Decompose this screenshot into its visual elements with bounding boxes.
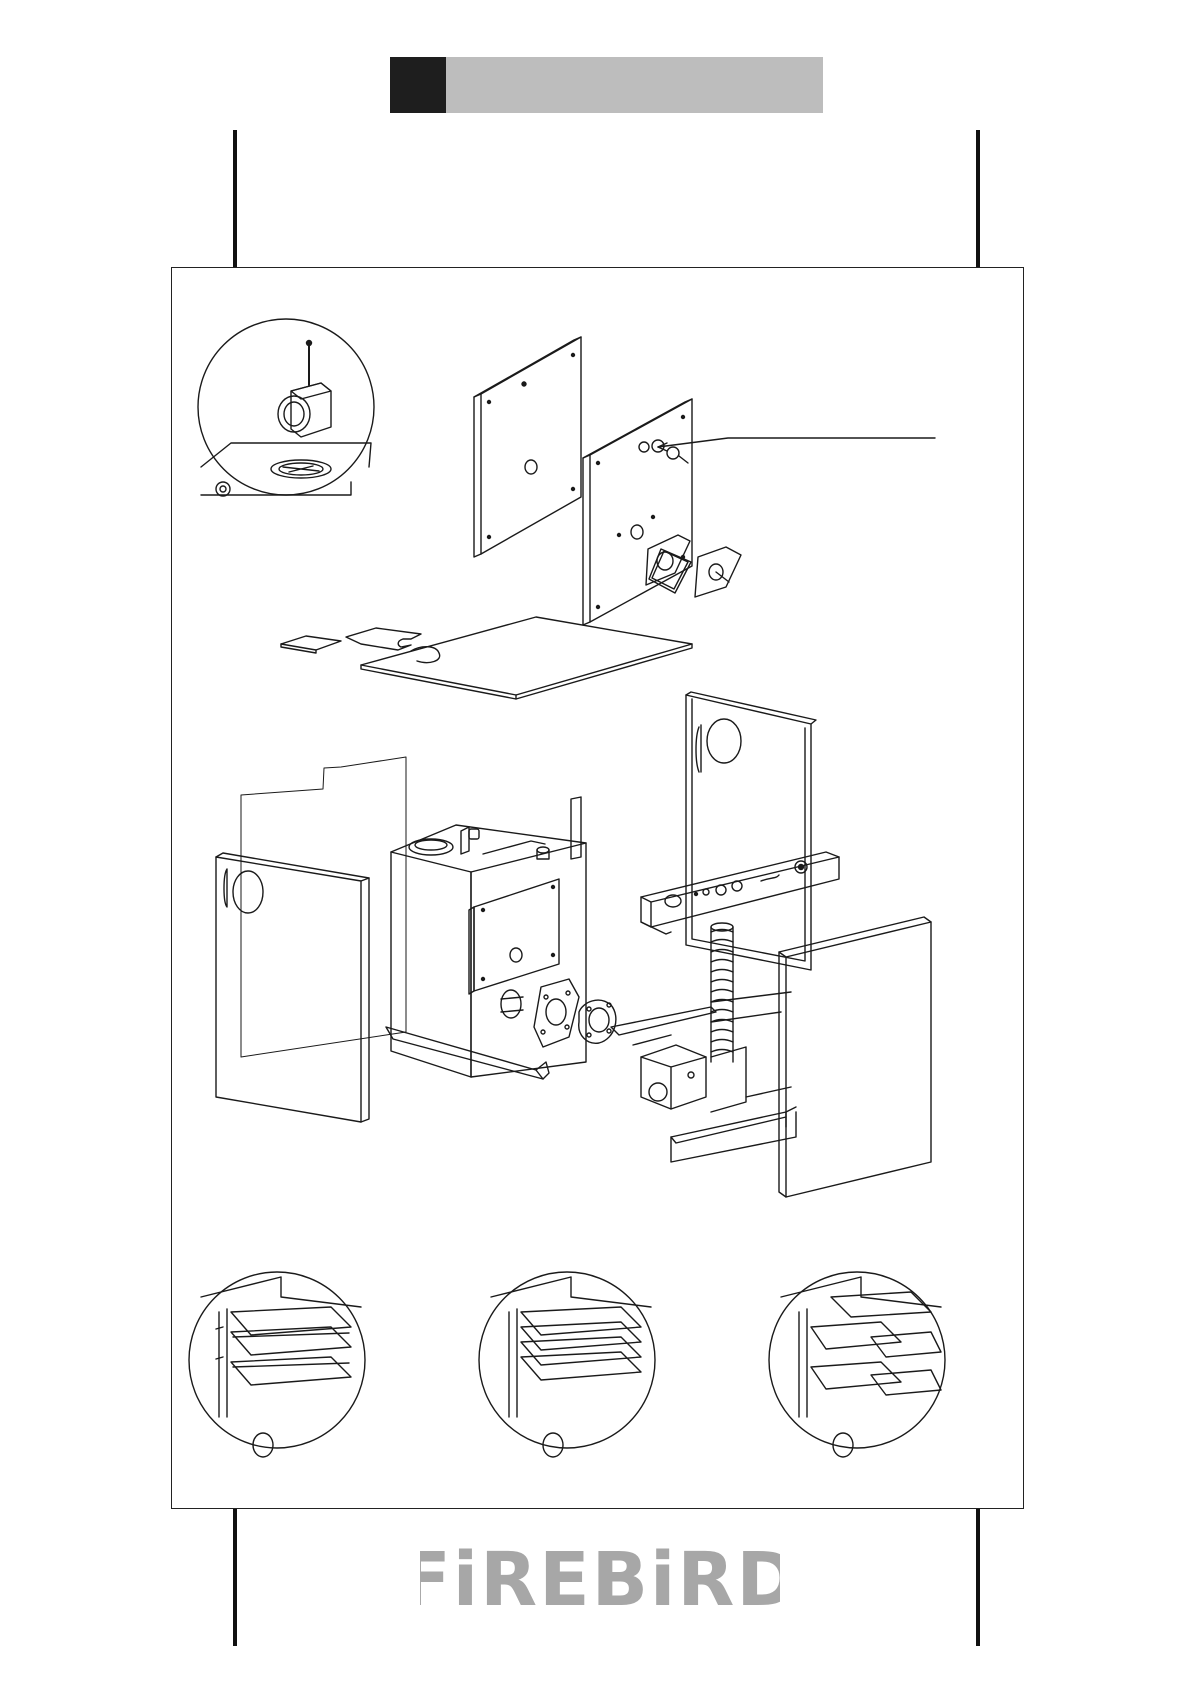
firebird-logo: FiREBiRD: [420, 1535, 780, 1625]
left-rule-bottom: [233, 1509, 237, 1646]
baffle-arrangement-a: [189, 1272, 365, 1457]
left-side-panel: [216, 853, 369, 1122]
rear-insulation-sheet: [241, 757, 406, 1057]
top-insulation-plates: [281, 617, 692, 699]
svg-text:FiREBiRD: FiREBiRD: [420, 1537, 780, 1623]
section-header-bar: [390, 57, 823, 113]
right-rule-bottom: [976, 1509, 980, 1646]
section-title-band: [446, 57, 823, 113]
flue-outlet-detail: [198, 319, 374, 496]
section-number-block: [390, 57, 446, 113]
boiler-body: [386, 797, 616, 1079]
left-rule-top: [233, 130, 237, 267]
exploded-assembly-diagram: [171, 267, 1024, 1509]
baffle-arrangement-c: [769, 1272, 945, 1457]
baffle-arrangement-b: [479, 1272, 655, 1457]
right-rule-top: [976, 130, 980, 267]
auger-feeder: [611, 1007, 746, 1112]
right-side-panel: [686, 692, 816, 970]
front-door-panels: [474, 337, 935, 625]
control-panel: [641, 852, 839, 934]
front-right-panel: [779, 917, 931, 1197]
